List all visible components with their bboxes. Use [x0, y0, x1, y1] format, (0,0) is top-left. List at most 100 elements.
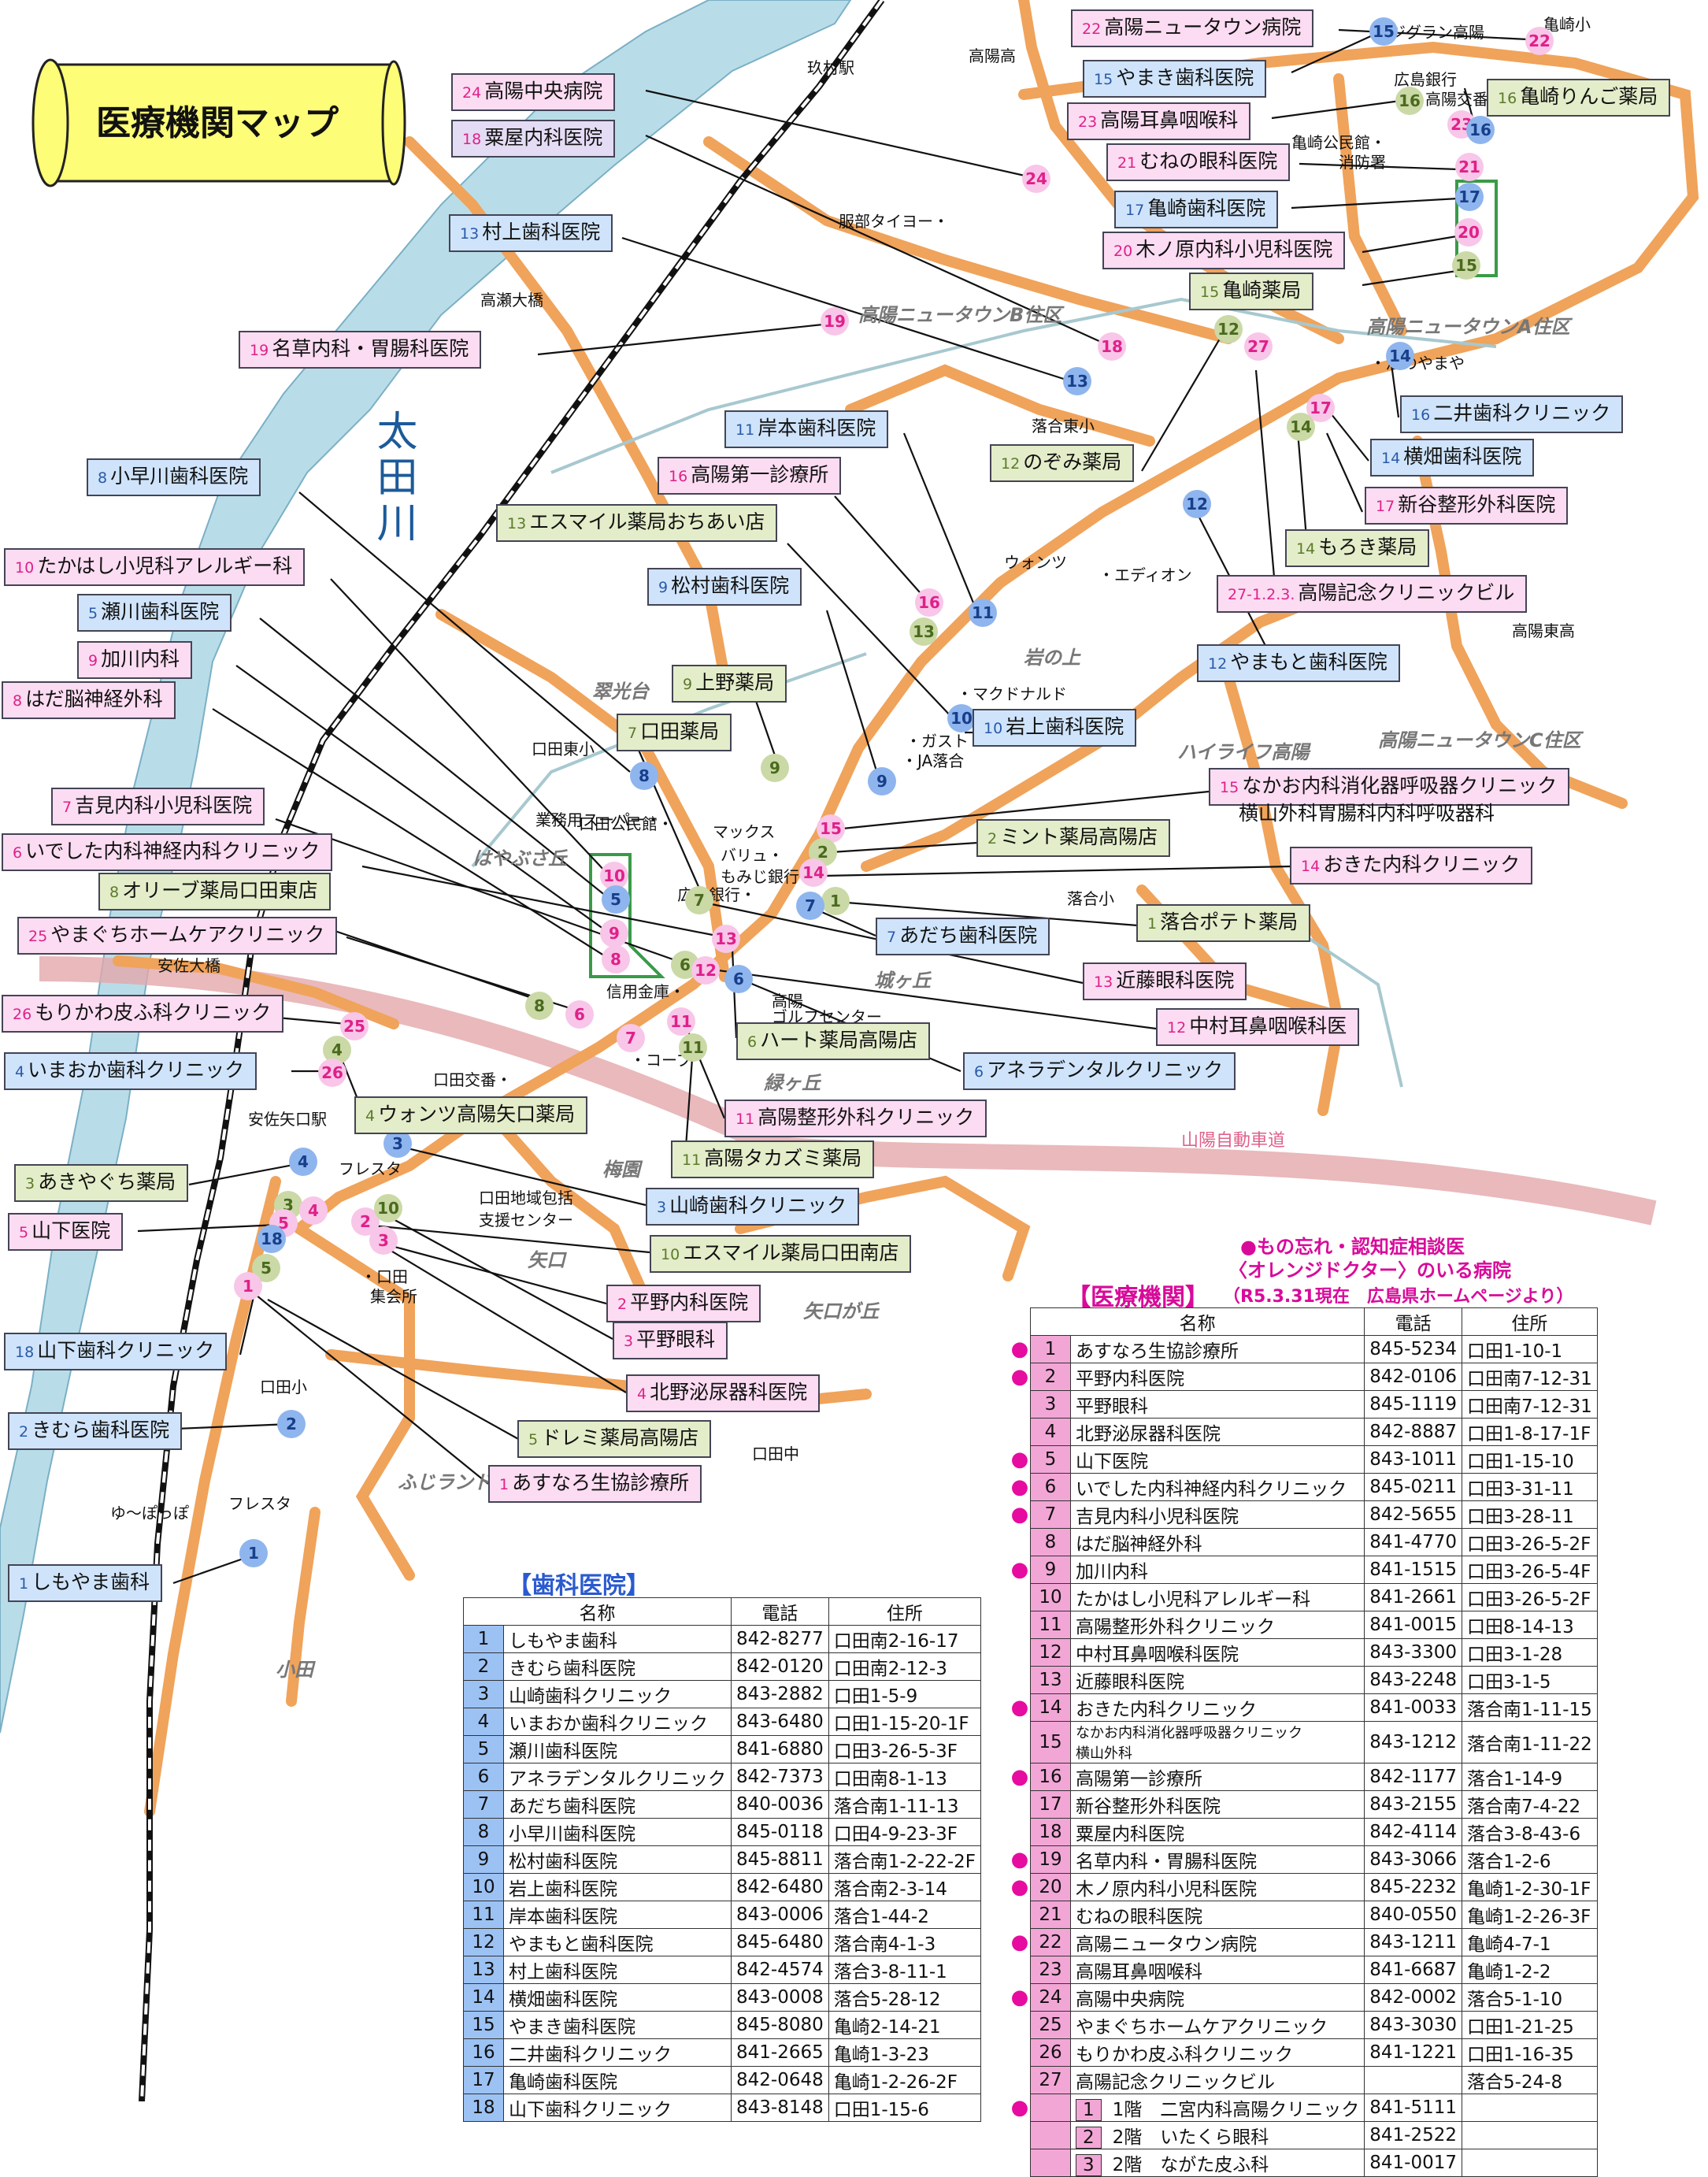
map-marker[interactable]: 10 — [947, 704, 976, 732]
map-marker[interactable]: 9 — [761, 754, 789, 782]
facility-label[interactable]: 27-1.2.3.高陽記念クリニックビル — [1217, 575, 1528, 613]
map-marker[interactable]: 20 — [1454, 218, 1483, 247]
map-marker[interactable]: 7 — [685, 886, 713, 914]
map-marker[interactable]: 13 — [712, 925, 740, 953]
map-marker[interactable]: 25 — [340, 1012, 369, 1040]
map-marker[interactable]: 9 — [868, 767, 896, 796]
map-marker[interactable]: 3 — [369, 1226, 398, 1255]
map-marker[interactable]: 8 — [602, 945, 630, 974]
map-marker[interactable]: 14 — [799, 859, 828, 887]
map-marker[interactable]: 15 — [1452, 251, 1480, 280]
map-marker[interactable]: 21 — [1455, 153, 1484, 181]
map-marker[interactable]: 18 — [257, 1225, 286, 1253]
map-marker[interactable]: 27 — [1244, 332, 1273, 361]
map-marker[interactable]: 12 — [691, 956, 720, 985]
map-marker[interactable]: 12 — [1214, 315, 1243, 343]
map-marker[interactable]: 18 — [1098, 332, 1126, 361]
map-marker[interactable]: 16 — [1395, 87, 1424, 115]
map-marker[interactable]: 3 — [383, 1129, 412, 1158]
map-marker[interactable]: 26 — [318, 1059, 346, 1087]
map-marker[interactable]: 4 — [289, 1148, 317, 1176]
map-marker[interactable]: 11 — [969, 599, 997, 627]
map-marker[interactable]: 24 — [1022, 165, 1050, 193]
map-marker[interactable]: 2 — [277, 1410, 306, 1438]
map-marker[interactable]: 7 — [617, 1024, 645, 1052]
map-marker[interactable]: 11 — [679, 1033, 707, 1062]
map-marker[interactable]: 5 — [602, 885, 630, 914]
map-marker[interactable]: 12 — [1183, 490, 1211, 518]
map-marker[interactable]: 14 — [1386, 342, 1414, 370]
map-marker[interactable]: 11 — [667, 1007, 695, 1036]
map-marker[interactable]: 7 — [796, 892, 824, 920]
map-marker[interactable]: 1 — [821, 887, 850, 915]
map-marker[interactable]: 8 — [525, 992, 554, 1020]
map-marker[interactable]: 1 — [234, 1272, 262, 1300]
map-marker[interactable]: 22 — [1525, 27, 1554, 55]
map-marker[interactable]: 6 — [724, 965, 753, 993]
map-marker[interactable]: 9 — [600, 919, 628, 948]
map-marker[interactable]: 17 — [1455, 183, 1484, 211]
map-marker[interactable]: 13 — [910, 617, 938, 646]
map-marker[interactable]: 4 — [299, 1196, 328, 1225]
map-marker[interactable]: 19 — [821, 307, 849, 336]
map-marker[interactable]: 13 — [1063, 367, 1091, 395]
map-marker[interactable]: 6 — [565, 1000, 594, 1029]
map-marker[interactable]: 10 — [374, 1194, 402, 1222]
map-marker[interactable]: 15 — [1369, 17, 1398, 46]
map-marker[interactable]: 16 — [1466, 116, 1495, 144]
